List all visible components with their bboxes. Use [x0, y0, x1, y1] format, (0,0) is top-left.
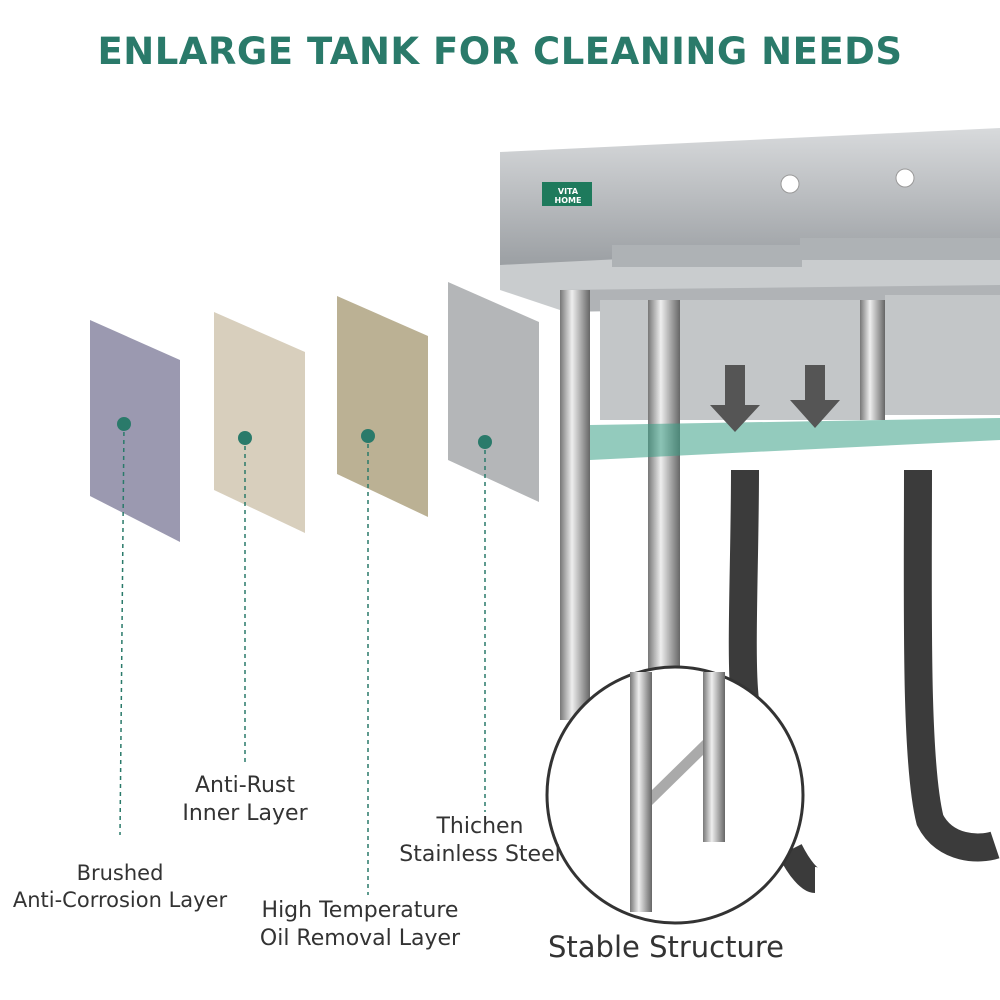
marker-dot [238, 431, 252, 445]
label-line: Brushed [76, 861, 164, 885]
label-line: High Temperature [261, 898, 459, 923]
layer-panels [90, 282, 539, 542]
layer-panel-stainless [448, 282, 539, 502]
marker-dot [361, 429, 375, 443]
layer-panel-high-temp [337, 296, 428, 517]
label-anti-rust: Anti-Rust Inner Layer [150, 772, 340, 828]
label-stainless: Thichen Stainless Steel [380, 813, 580, 869]
brand-logo [542, 182, 592, 206]
label-line: Anti-Rust [195, 773, 295, 798]
label-line: Thichen [436, 814, 524, 839]
label-line: Anti-Corrosion Layer [12, 888, 228, 912]
label-brushed: Brushed Anti-Corrosion Layer [0, 860, 240, 914]
layer-panel-brushed [90, 320, 180, 542]
brand-logo-text: VITA HOME [554, 187, 582, 205]
label-line: Inner Layer [182, 801, 308, 826]
sink-image [500, 128, 1000, 893]
marker-dot [478, 435, 492, 449]
label-line: Stainless Steel [399, 842, 561, 867]
label-line: Oil Removal Layer [259, 926, 461, 951]
layer-panel-anti-rust [214, 312, 305, 533]
page-title: ENLARGE TANK FOR CLEANING NEEDS [97, 30, 903, 73]
stable-structure-inset [545, 665, 805, 925]
leader-lines [119, 423, 486, 895]
inset-caption: Stable Structure [548, 930, 784, 964]
label-high-temp: High Temperature Oil Removal Layer [245, 897, 475, 953]
marker-dot [117, 417, 131, 431]
